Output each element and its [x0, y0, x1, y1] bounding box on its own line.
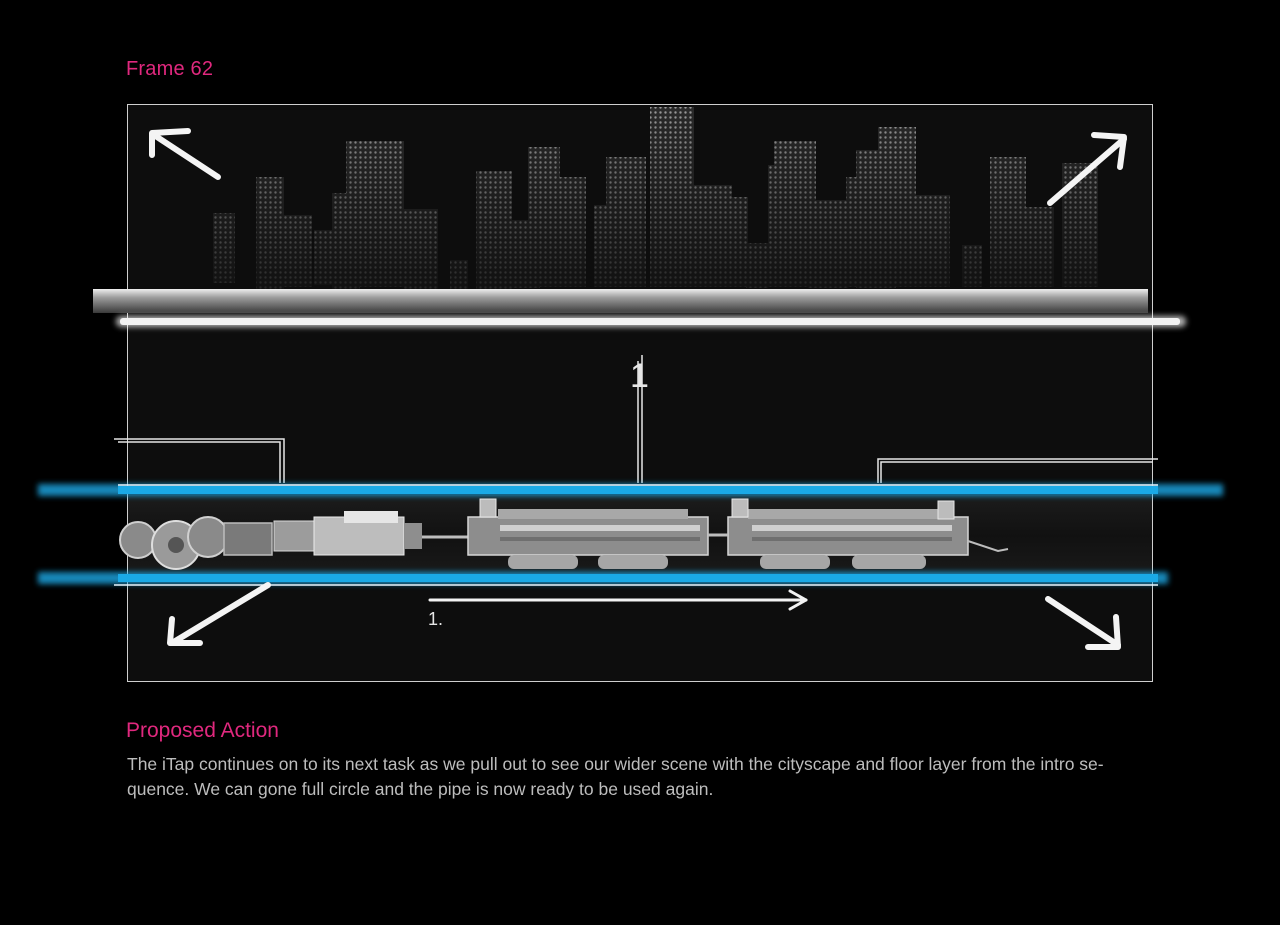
cityscape: [93, 107, 1098, 293]
frame-title: Frame 62: [126, 58, 214, 80]
direction-arrow: [428, 589, 808, 611]
itap-robot: [119, 498, 1009, 570]
arrow-bottom-left-icon: [167, 582, 271, 646]
proposed-action-text: The iTap continues on to its next task a…: [127, 754, 1104, 799]
storyboard-scene: 1: [38, 107, 1223, 650]
sketch-number-one: 1: [630, 357, 649, 395]
zoom-out-arrows: [149, 128, 1127, 650]
arrow-top-left-icon: [149, 128, 221, 180]
arrow-top-right-icon: [1047, 132, 1127, 206]
storyboard-frame: 1: [38, 104, 1223, 682]
floor-rail: [93, 289, 1186, 327]
sketch-note-label: 1.: [428, 609, 443, 629]
proposed-action-heading: Proposed Action: [126, 719, 279, 742]
sketch-outlines: [114, 355, 1158, 483]
arrow-bottom-right-icon: [1045, 596, 1121, 650]
